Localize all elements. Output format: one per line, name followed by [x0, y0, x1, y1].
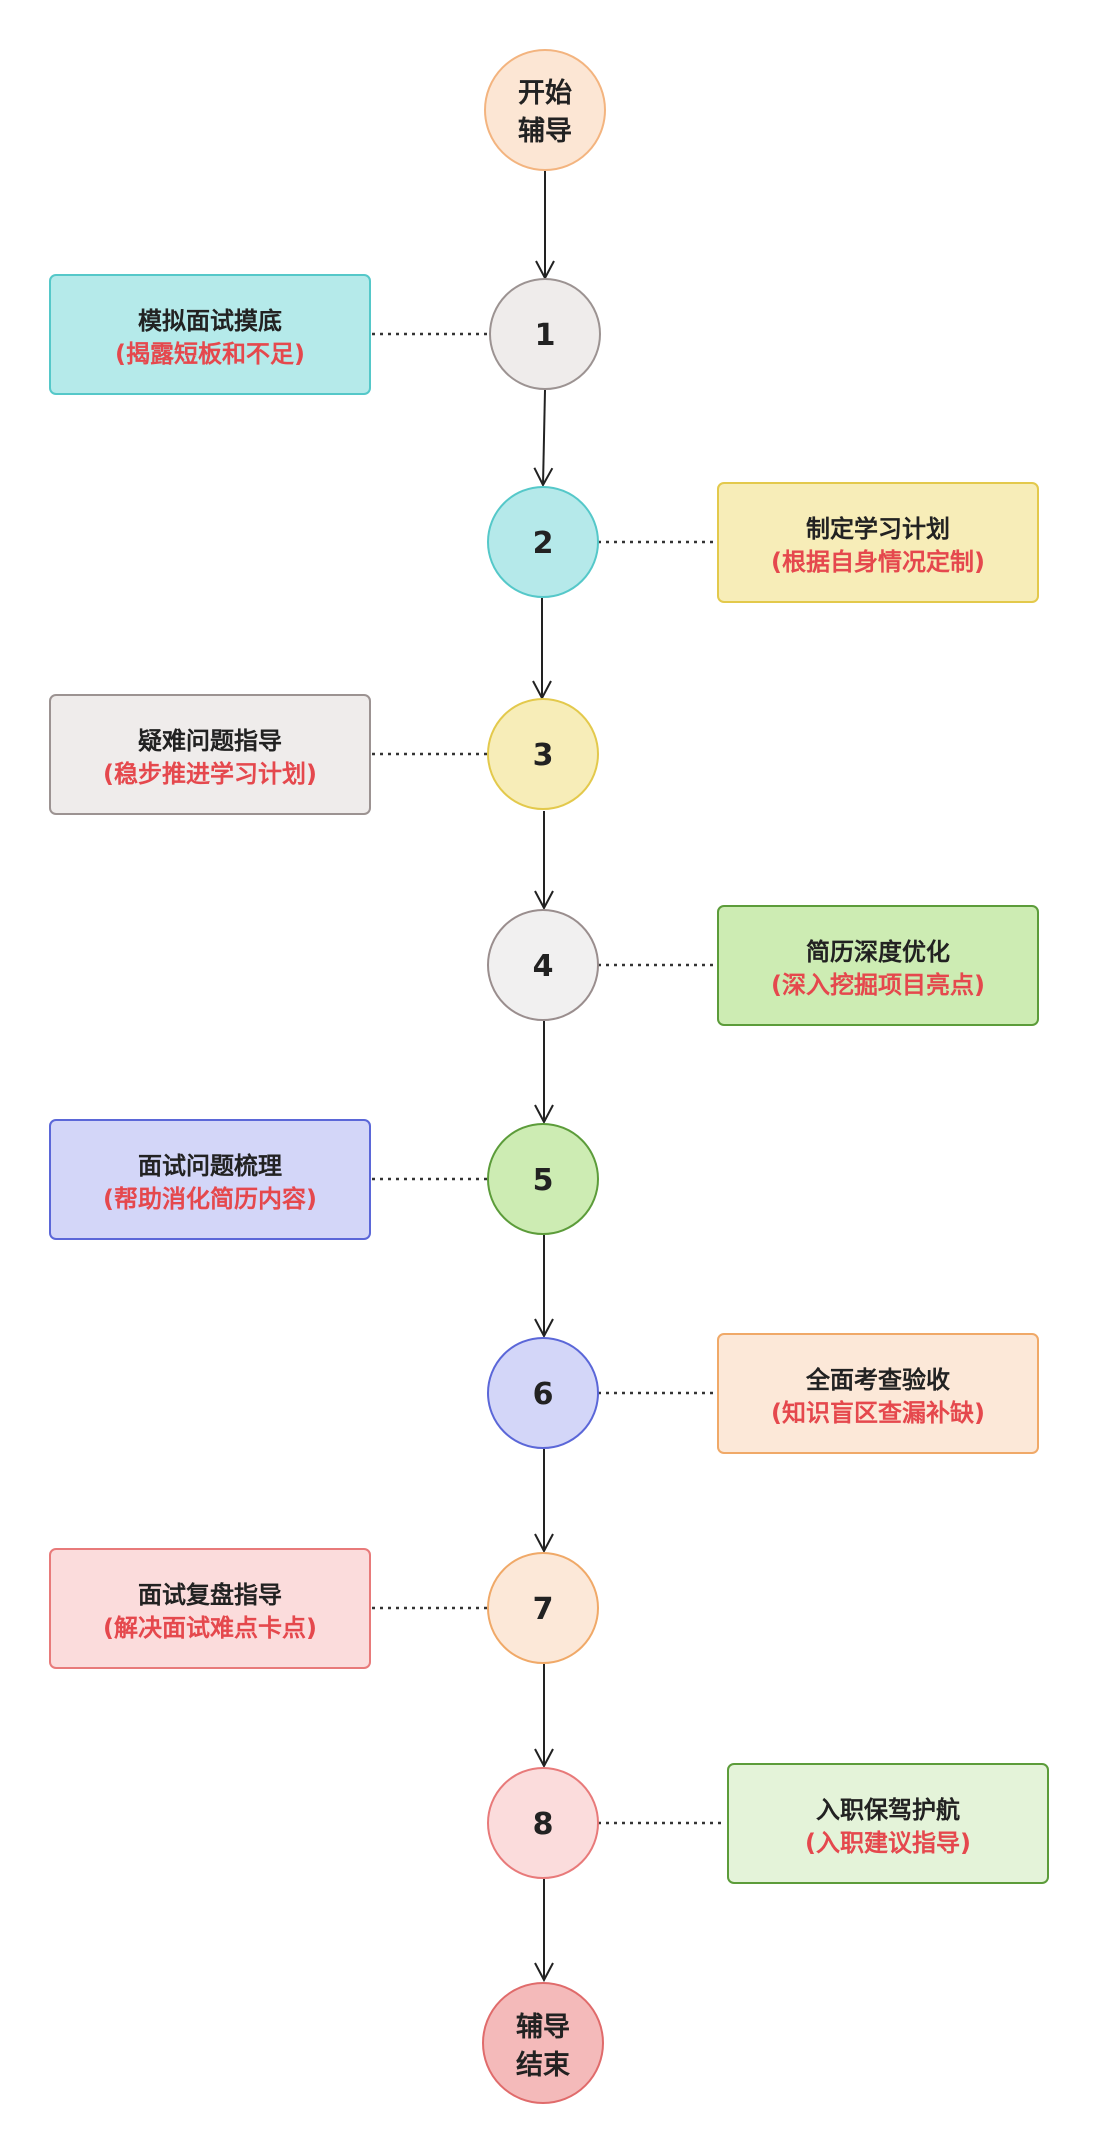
step-subtitle: (帮助消化简历内容)	[103, 1185, 317, 1213]
end-line1: 辅导	[516, 2012, 570, 2043]
step-title: 全面考查验收	[805, 1366, 950, 1394]
step-number: 4	[533, 949, 554, 984]
step-box-3: 疑难问题指导 (稳步推进学习计划)	[49, 694, 371, 815]
step-subtitle: (稳步推进学习计划)	[103, 760, 317, 788]
step-box-5: 面试问题梳理 (帮助消化简历内容)	[49, 1119, 371, 1240]
step-node-6: 6	[487, 1337, 599, 1449]
start-node: 开始 辅导	[484, 49, 606, 171]
step-box-2: 制定学习计划 (根据自身情况定制)	[717, 482, 1039, 603]
step-subtitle: (解决面试难点卡点)	[103, 1614, 317, 1642]
step-box-6: 全面考查验收 (知识盲区查漏补缺)	[717, 1333, 1039, 1454]
step-number: 2	[533, 526, 554, 561]
step-box-4: 简历深度优化 (深入挖掘项目亮点)	[717, 905, 1039, 1026]
step-node-5: 5	[487, 1123, 599, 1235]
step-box-7: 面试复盘指导 (解决面试难点卡点)	[49, 1548, 371, 1669]
step-subtitle: (深入挖掘项目亮点)	[771, 971, 985, 999]
end-line2: 结束	[516, 2050, 570, 2081]
step-node-7: 7	[487, 1552, 599, 1664]
start-line1: 开始	[518, 77, 572, 109]
step-number: 7	[533, 1592, 554, 1627]
step-number: 8	[533, 1807, 554, 1842]
step-box-8: 入职保驾护航 (入职建议指导)	[727, 1763, 1049, 1884]
step-node-4: 4	[487, 909, 599, 1021]
step-title: 疑难问题指导	[138, 727, 282, 755]
step-subtitle: (揭露短板和不足)	[115, 340, 305, 368]
step-number: 3	[533, 738, 554, 773]
step-title: 简历深度优化	[806, 938, 950, 966]
step-title: 入职保驾护航	[816, 1796, 960, 1824]
dotted-links	[372, 332, 726, 1825]
start-line2: 辅导	[518, 116, 572, 147]
step-title: 面试问题梳理	[138, 1152, 282, 1180]
end-node: 辅导 结束	[482, 1982, 604, 2104]
step-number: 6	[533, 1377, 554, 1412]
step-node-1: 1	[489, 278, 601, 390]
step-subtitle: (入职建议指导)	[805, 1829, 971, 1857]
arrow-1-2	[543, 389, 545, 485]
step-title: 面试复盘指导	[138, 1581, 282, 1609]
step-subtitle: (知识盲区查漏补缺)	[771, 1399, 985, 1427]
step-number: 5	[533, 1163, 554, 1198]
step-title: 制定学习计划	[806, 515, 950, 543]
step-number: 1	[535, 318, 556, 353]
step-node-3: 3	[487, 698, 599, 810]
step-title: 模拟面试摸底	[138, 307, 282, 335]
connector-arrows	[542, 170, 545, 1980]
step-subtitle: (根据自身情况定制)	[771, 548, 985, 576]
step-box-1: 模拟面试摸底 (揭露短板和不足)	[49, 274, 371, 395]
step-node-8: 8	[487, 1767, 599, 1879]
step-node-2: 2	[487, 486, 599, 598]
